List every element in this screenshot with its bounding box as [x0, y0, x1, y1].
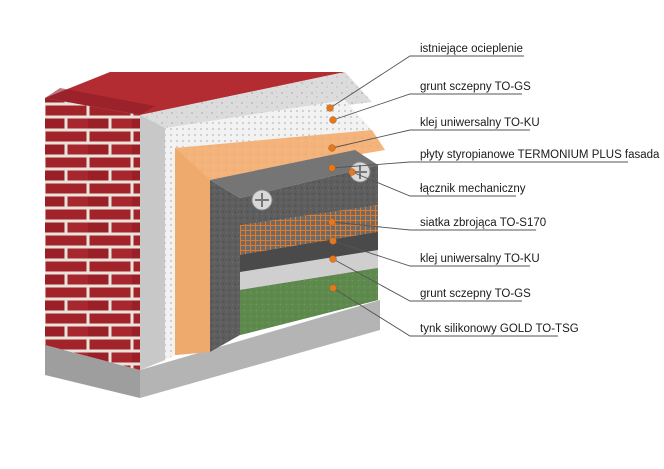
callout-leader-line	[329, 55, 418, 109]
brick-wall-top-shadow	[45, 88, 155, 115]
label-adhesive-2: klej uniwersalny TO-KU	[420, 253, 540, 265]
callout-leader-line	[331, 129, 418, 149]
label-mechanical-fastener: łącznik mechaniczny	[420, 183, 526, 195]
label-silicone-plaster: tynk silikonowy GOLD TO-TSG	[420, 323, 579, 335]
existing-insulation-edge	[140, 115, 165, 370]
eps-board-front	[210, 180, 240, 352]
primer-layer-2	[240, 250, 378, 290]
callout-marker-dot	[329, 237, 337, 245]
label-adhesive-1: klej uniwersalny TO-KU	[420, 117, 540, 129]
base-plinth	[45, 345, 140, 398]
label-existing-insulation: istniejące ocieplenie	[420, 43, 523, 55]
callout-leader-line	[332, 258, 418, 302]
callout-marker-dot	[328, 218, 336, 226]
callout-leader-line	[332, 93, 418, 121]
callout-leader-line	[332, 240, 418, 267]
brick-wall-front	[45, 98, 140, 370]
callout-leader-line	[331, 161, 418, 169]
callout-marker-dot	[329, 284, 337, 292]
adhesive-layer-2	[240, 232, 378, 272]
callout-marker-dot	[328, 164, 336, 172]
silicone-plaster-layer	[240, 268, 378, 335]
callout-marker-dot	[348, 168, 356, 176]
fastener-icon	[251, 189, 273, 211]
callout-marker-dot	[326, 104, 334, 112]
label-mesh: siatka zbrojąca TO-S170	[420, 217, 546, 229]
label-primer-1: grunt sczepny TO-GS	[420, 81, 531, 93]
label-eps-boards: płyty styropianowe TERMONIUM PLUS fasada	[420, 149, 660, 161]
callout-leader-line	[351, 171, 418, 197]
eps-board-top	[210, 150, 378, 198]
callout-marker-dot	[329, 116, 337, 124]
mesh-layer	[240, 205, 378, 255]
callout-marker-dot	[329, 255, 337, 263]
callout-marker-dot	[328, 144, 336, 152]
callouts: istniejące ocieplenie grunt sczepny TO-GS…	[326, 43, 660, 337]
callout-leader-line	[332, 287, 418, 337]
primer-layer-1	[165, 100, 372, 360]
base-plinth-front	[140, 300, 380, 398]
callout-leader-line	[331, 221, 418, 231]
label-primer-2: grunt sczepny TO-GS	[420, 288, 531, 300]
adhesive-layer-1-face	[175, 148, 210, 355]
